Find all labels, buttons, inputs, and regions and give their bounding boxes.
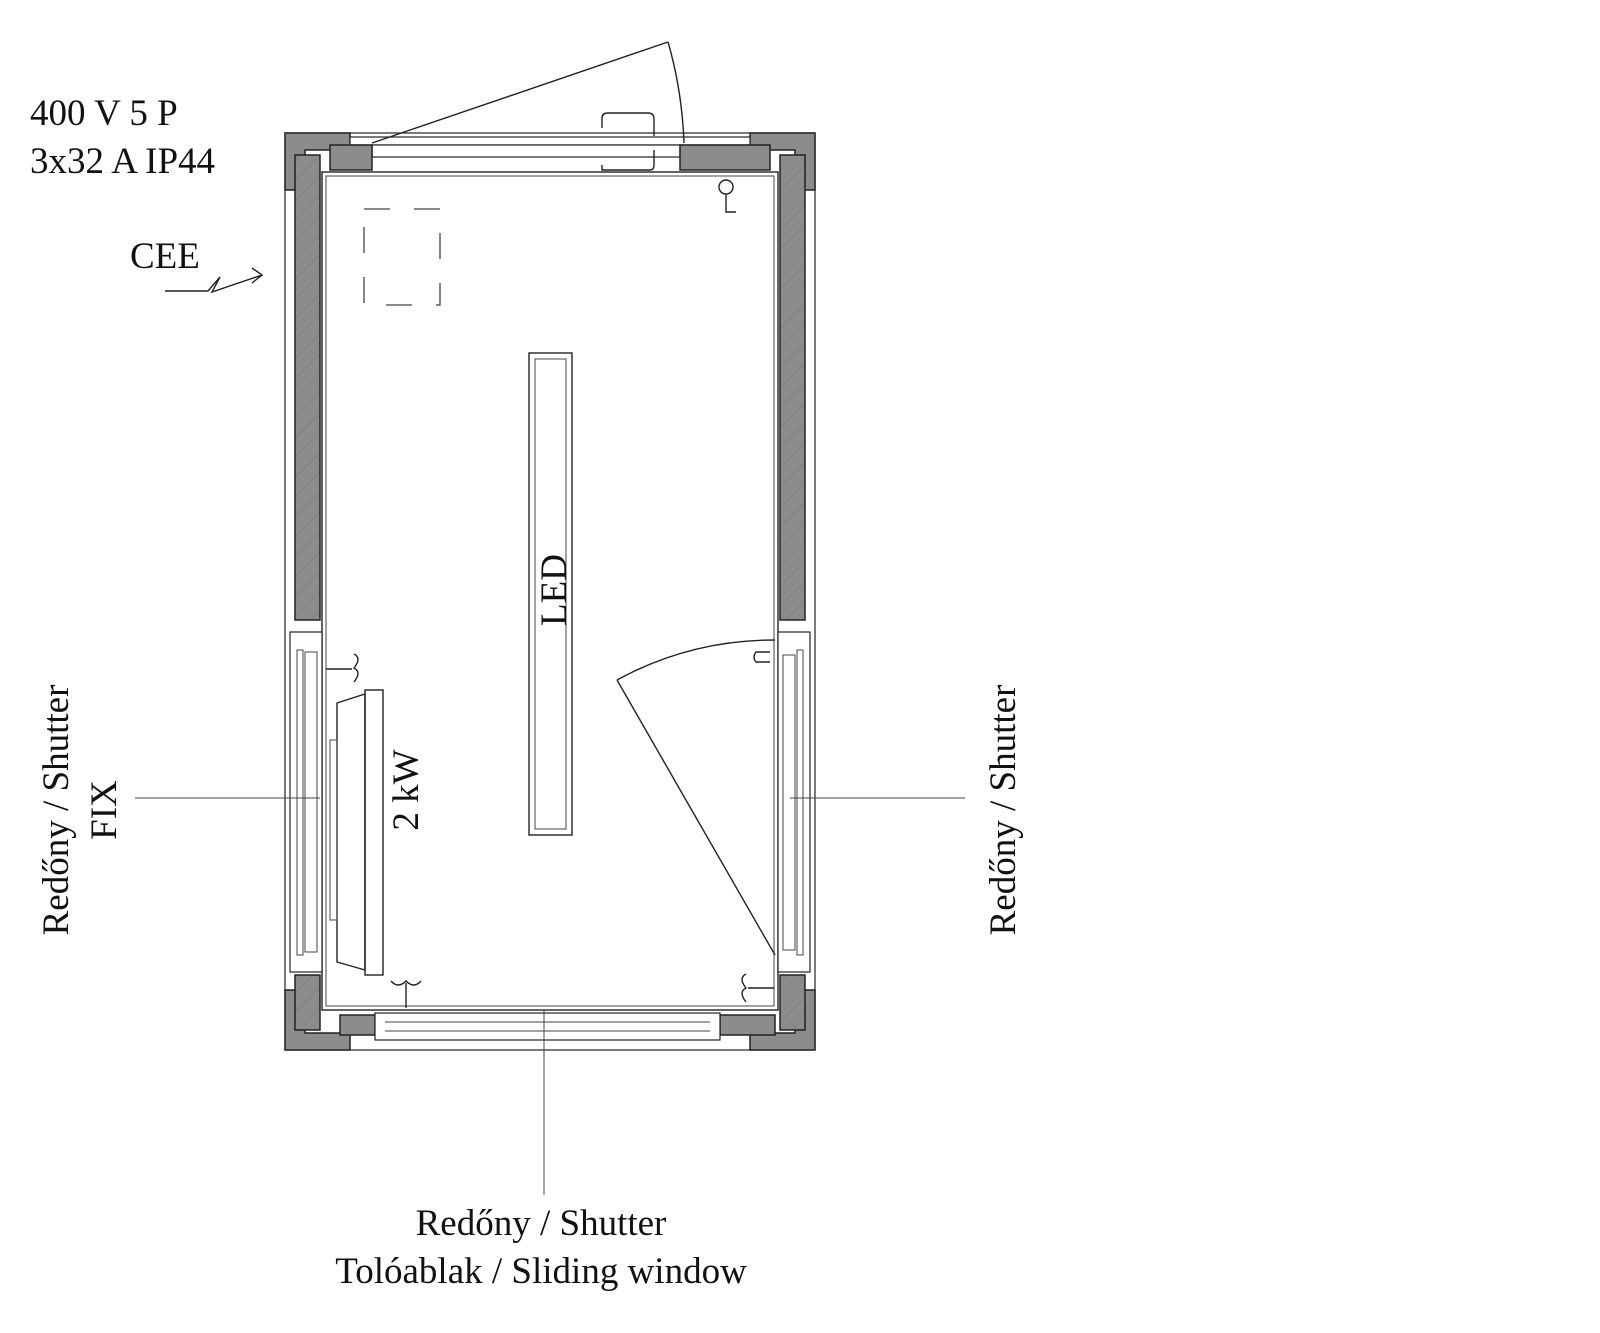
bottom-sliding-window (339, 1012, 776, 1041)
ceiling-box-dashed (363, 208, 441, 306)
power-spec-current: 3x32 A IP44 (30, 141, 215, 182)
socket-icon (390, 980, 422, 1008)
led-light-fixture (528, 352, 573, 836)
left-wall (294, 154, 321, 621)
socket-icon (741, 973, 774, 1003)
left-window (289, 631, 323, 973)
socket-icon (326, 653, 359, 683)
cee-label: CEE (130, 236, 200, 277)
heater-power-label: 2 kW (386, 749, 427, 830)
door-handle-icon (601, 112, 655, 171)
interior-outline (321, 171, 779, 1011)
left-window-label: Redőny / Shutter (36, 685, 77, 936)
light-switch-icon (718, 179, 736, 213)
entrance-door (329, 41, 771, 171)
heater (329, 689, 384, 976)
power-spec-voltage: 400 V 5 P (30, 93, 178, 134)
bottom-window-type-label: Tolóablak / Sliding window (335, 1251, 747, 1292)
left-window-fix-label: FIX (84, 780, 125, 840)
inner-door-swing (616, 639, 776, 956)
building-shell (284, 132, 816, 1051)
bottom-window-label: Redőny / Shutter (416, 1203, 667, 1244)
led-label: LED (534, 554, 575, 626)
right-wall (779, 154, 806, 621)
right-window-label: Redőny / Shutter (983, 685, 1024, 936)
right-window (777, 631, 811, 973)
cee-connection-arrow-icon (165, 267, 264, 294)
